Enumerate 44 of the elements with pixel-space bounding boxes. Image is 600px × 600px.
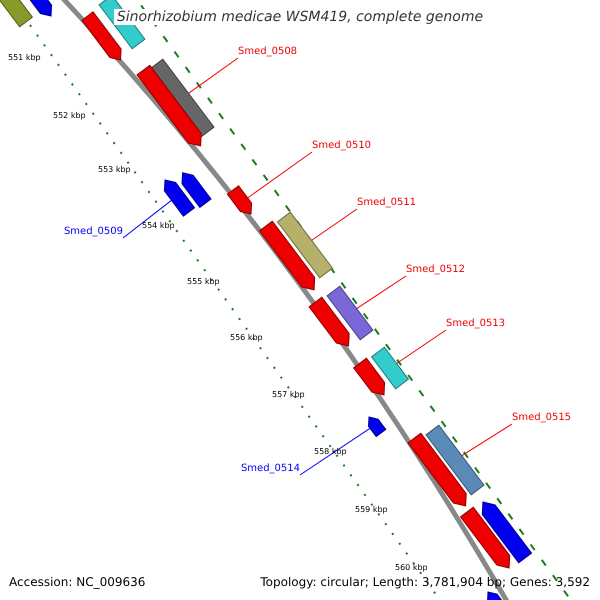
scale-tick-label: 555 kbp — [187, 276, 220, 288]
leader-line — [247, 152, 312, 198]
accession-text: Accession: NC_009636 — [9, 575, 146, 590]
scale-tick-label: 559 kbp — [355, 504, 388, 516]
leader-line — [311, 208, 358, 241]
gene-block — [407, 432, 467, 507]
leader-line — [300, 428, 370, 476]
leader-line — [396, 330, 446, 364]
gene-block — [258, 220, 316, 291]
scale-tick-label: 558 kbp — [314, 446, 347, 458]
gene-block — [368, 416, 386, 438]
gene-block — [482, 501, 532, 564]
gene-block — [460, 506, 510, 569]
gene-label: Smed_0508 — [238, 46, 298, 58]
gene-block — [0, 0, 34, 28]
gene-block — [182, 172, 212, 208]
gene-block — [308, 296, 350, 347]
gene-block — [370, 346, 410, 390]
gene-label: Smed_0514 — [240, 463, 300, 475]
leader-line — [188, 58, 238, 94]
gene-block — [276, 212, 334, 278]
gene-block — [164, 179, 196, 217]
genome-stats-text: Topology: circular; Length: 3,781,904 bp; Genes: 3,592 — [260, 575, 590, 590]
scale-tick-label: 556 kbp — [230, 332, 263, 344]
gene-label: Smed_0513 — [446, 318, 506, 330]
gene-label: Smed_0510 — [312, 140, 372, 152]
scale-tick-label: 552 kbp — [53, 110, 86, 122]
gene-block — [326, 286, 374, 340]
leader-line — [356, 276, 406, 310]
gene-block — [425, 424, 485, 496]
leader-line — [122, 200, 172, 238]
gene-label: Smed_0515 — [512, 412, 572, 424]
gene-label: Smed_0511 — [357, 197, 416, 209]
gene-block — [226, 185, 252, 215]
gene-label: Smed_0512 — [406, 264, 466, 276]
gene-label: Smed_0509 — [64, 226, 123, 238]
scale-tick-label: 560 kbp — [395, 562, 428, 574]
scale-tick-label: 551 kbp — [8, 52, 41, 64]
gene-block — [136, 64, 202, 147]
scale-tick-label: 554 kbp — [142, 220, 175, 232]
scale-tick-label: 553 kbp — [98, 164, 131, 176]
leader-line — [461, 424, 512, 456]
scale-tick-label: 557 kbp — [272, 389, 305, 401]
gene-block — [352, 358, 386, 396]
